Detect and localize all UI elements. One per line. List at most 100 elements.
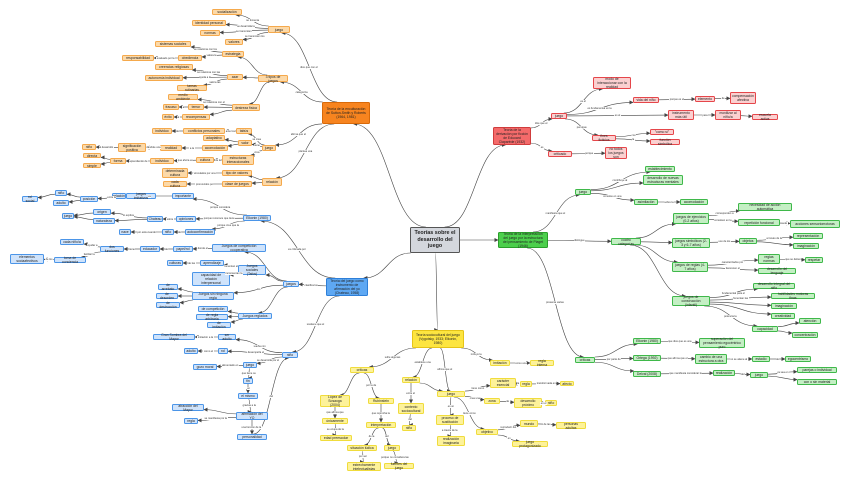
concept-node-b-origen[interactable]: origen	[93, 209, 111, 215]
concept-node-g-egocent[interactable]: egocentrismo	[785, 356, 811, 362]
concept-node-y-nino1[interactable]: niño	[402, 425, 416, 431]
concept-node-y-lopez[interactable]: López de Sosaoga (2004)	[320, 395, 350, 407]
concept-node-b-autoafirm[interactable]: autoconfirmación	[185, 229, 215, 235]
concept-node-g-superacion[interactable]: superación del pensamiento egocéntrico p…	[699, 337, 745, 349]
concept-node-g-cuatro[interactable]: cuatro categorías	[611, 238, 641, 246]
concept-node-o-valores[interactable]: valores	[225, 39, 243, 45]
concept-node-y-mundo[interactable]: mundo	[520, 420, 538, 427]
concept-node-y-reglainterna[interactable]: regla interna	[530, 359, 554, 367]
concept-node-g-reglasnorm[interactable]: reglas normas	[758, 254, 780, 264]
concept-node-main[interactable]: Teorías sobre el desarrollo del juego	[410, 227, 460, 253]
concept-node-o-soc[interactable]: socialización	[212, 9, 242, 15]
concept-node-o-juego2[interactable]: juego	[262, 145, 276, 151]
concept-node-y-imitacion[interactable]: imitación	[490, 360, 510, 366]
concept-node-o-3tipos[interactable]: 3 tipos de juegos	[258, 75, 288, 83]
concept-node-b-capacidad[interactable]: capacidad de relación interpersonal	[192, 272, 230, 286]
concept-node-g-material[interactable]: con o sin material	[797, 379, 837, 385]
concept-node-o-indiv1[interactable]: individuo	[152, 128, 172, 134]
concept-node-y-objetivo[interactable]: objetivo	[476, 429, 498, 435]
concept-node-g-capacidad[interactable]: capacidad	[752, 326, 778, 332]
concept-node-y-edad[interactable]: edad preescolar	[320, 435, 352, 441]
concept-node-g-ejercicio[interactable]: juegos de ejercicios (0-2 años)	[673, 213, 709, 224]
concept-node-b-cadanino[interactable]: cada niño/a	[60, 239, 84, 245]
concept-node-b-imitacion[interactable]: de imitación	[207, 321, 231, 329]
concept-node-b-adulto1[interactable]: adulto	[53, 200, 69, 206]
concept-node-g-simbolicos[interactable]: juegos simbólicos (2-3 y 6-7 años)	[672, 238, 710, 248]
concept-node-r-funcion[interactable]: función simbólica	[650, 138, 680, 146]
concept-node-b-adulto2[interactable]: adulto	[184, 348, 198, 354]
concept-node-g-criticas[interactable]: críticas	[575, 357, 595, 363]
concept-node-g-juego1[interactable]: juego	[575, 189, 591, 195]
concept-node-o-indiv2[interactable]: individuo	[150, 158, 174, 164]
concept-node-y-criticas[interactable]: críticas	[350, 367, 374, 373]
concept-node-r-compens[interactable]: compensación afectiva	[730, 92, 756, 104]
concept-node-o-estrat[interactable]: estrategia	[222, 51, 244, 57]
concept-node-y-juegoprot[interactable]: juego protagonizado	[512, 440, 548, 448]
concept-node-b-importante[interactable]: importante	[172, 193, 194, 199]
concept-node-y-hub[interactable]: Teoría sociocultural del juego (Vygotsky…	[412, 330, 464, 348]
concept-node-b-elementos[interactable]: elementos sociaafectivos	[10, 254, 44, 264]
concept-node-y-rubinstein[interactable]: Rubinstein	[368, 398, 394, 404]
concept-node-y-unicamente[interactable]: únicamente	[322, 418, 348, 424]
concept-node-b-relacion[interactable]: relación	[112, 193, 126, 199]
concept-node-b-competicion[interactable]: de competición	[198, 306, 228, 312]
concept-node-b-gozomoral[interactable]: gozo moral	[193, 364, 217, 370]
concept-node-g-concentr[interactable]: concentración	[792, 332, 818, 338]
concept-node-r-modo[interactable]: modo de interaccionar con la realidad	[593, 77, 631, 89]
concept-node-o-sist[interactable]: sistemas sociales	[155, 41, 191, 47]
concept-node-o-directa[interactable]: directa	[83, 153, 101, 158]
concept-node-g-delval[interactable]: Delval (2008)	[633, 371, 661, 377]
concept-node-y-juego1[interactable]: juego	[384, 445, 400, 451]
concept-node-y-personas[interactable]: personas adultas	[556, 422, 586, 430]
concept-node-o-tipoval[interactable]: tipo de valores	[222, 170, 252, 176]
concept-node-g-realizacion[interactable]: realización	[713, 370, 735, 376]
concept-node-b-reglados[interactable]: Juegos reglados	[238, 313, 272, 319]
concept-node-y-caracter[interactable]: carácter esencial	[490, 378, 516, 388]
concept-node-b-aprendizaje[interactable]: aprendizaje	[200, 260, 224, 266]
concept-node-g-creatividad[interactable]: creatividad	[771, 313, 795, 319]
concept-node-o-valor[interactable]: valor	[238, 140, 252, 146]
concept-node-y-realiz[interactable]: realización imaginaria	[437, 436, 465, 446]
concept-node-y-interp[interactable]: interpretación	[366, 422, 396, 428]
concept-node-b-fin[interactable]: fin	[243, 378, 253, 384]
concept-node-g-repeticion[interactable]: repetición funcional	[738, 219, 780, 226]
concept-node-o-medio[interactable]: medio ambiente	[168, 93, 198, 101]
concept-node-r-fines[interactable]: fines ficticios	[592, 134, 616, 142]
concept-node-y-juego2[interactable]: juego	[437, 391, 465, 397]
concept-node-b-juegosimit[interactable]: juegos imitativos	[126, 192, 156, 200]
concept-node-g-habilid[interactable]: habilidades motoras finas	[771, 292, 815, 300]
concept-node-o-ident[interactable]: identidad personal	[192, 20, 226, 26]
concept-node-b-hub[interactable]: Teoría del juego como instrumento de afi…	[326, 278, 368, 296]
concept-node-b-seradulto[interactable]: ser adulto	[218, 333, 236, 341]
concept-node-o-clase[interactable]: clase de juegos	[222, 181, 252, 187]
concept-node-y-proceso[interactable]: proceso de sustitución	[436, 415, 464, 425]
concept-node-o-realidad[interactable]: realidad	[160, 145, 182, 151]
concept-node-g-integral[interactable]: desarrollo integral del niño	[753, 282, 795, 290]
concept-node-b-reglaarb[interactable]: de regla arbitraria	[196, 313, 228, 321]
concept-node-g-atencion[interactable]: atención	[799, 318, 821, 324]
concept-node-g-acom[interactable]: acomodación	[680, 199, 708, 205]
concept-node-o-simple[interactable]: simple	[83, 163, 101, 168]
concept-node-o-relacion[interactable]: relación	[262, 178, 282, 186]
concept-node-y-afecto[interactable]: afecto	[560, 381, 574, 386]
concept-node-g-acciones[interactable]: acciones sensoriomotoras	[790, 220, 840, 228]
concept-node-r-instrum[interactable]: instrumento más útil	[668, 110, 694, 120]
concept-node-g-desarrollo[interactable]: desarrollo de nuevas estructuras mentale…	[643, 175, 683, 185]
concept-node-o-nino[interactable]: niño	[82, 144, 96, 150]
concept-node-g-juego2[interactable]: juego	[750, 372, 768, 378]
concept-node-o-confl[interactable]: conflictos personales	[183, 128, 225, 134]
concept-node-o-forma[interactable]: forma	[110, 158, 126, 164]
concept-node-b-elkonin[interactable]: Elkonin (1980)	[243, 215, 271, 221]
concept-node-r-comosi[interactable]: "como sí"	[650, 129, 674, 135]
concept-node-o-creen[interactable]: creencias religiosas	[155, 64, 193, 70]
concept-node-r-elemento[interactable]: elemento	[695, 96, 715, 102]
concept-node-o-tabu[interactable]: tabús	[236, 128, 252, 134]
concept-node-b-destruccion[interactable]: de destrucción	[156, 301, 180, 309]
concept-node-b-elmismo[interactable]: el mismo	[238, 393, 258, 399]
concept-node-g-objetos[interactable]: objetos	[739, 238, 757, 244]
concept-node-o-determ[interactable]: determinada cultura	[162, 168, 188, 178]
concept-node-b-tomaconc[interactable]: toma de conciencia	[54, 256, 86, 264]
concept-node-b-juegoscomp[interactable]: Juegos de competición cooperativa	[212, 244, 266, 252]
concept-node-y-zona[interactable]: zona	[484, 398, 500, 404]
concept-node-y-contexto[interactable]: contexto sociocultural	[398, 403, 424, 414]
